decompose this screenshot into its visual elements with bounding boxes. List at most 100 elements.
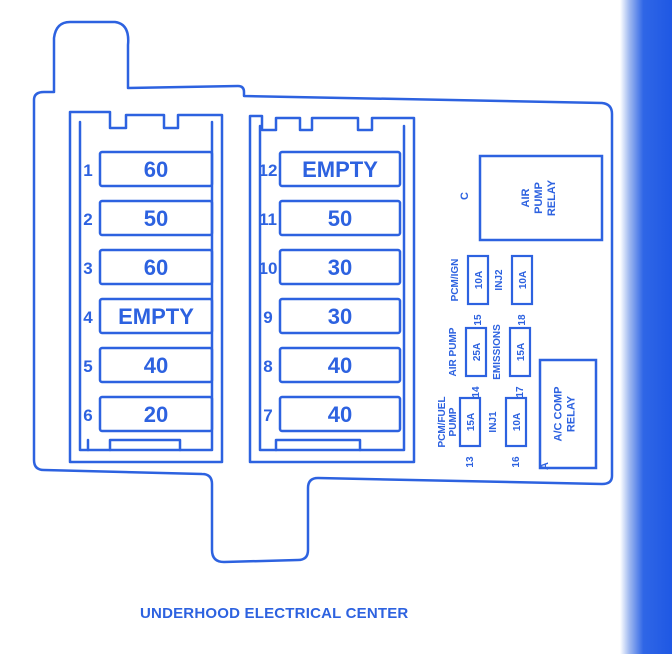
- middle-fuse-11: 11 50: [259, 199, 402, 237]
- fuse-rating: EMPTY: [302, 157, 378, 182]
- middle-fuse-10: 10 30: [259, 248, 402, 286]
- mini-fuse-rating: 10A: [512, 413, 523, 431]
- relay-label: PUMP: [533, 182, 545, 214]
- fuse-slot: [278, 199, 402, 237]
- fuse-number: 11: [259, 210, 277, 229]
- left-fuse-2: 2 50: [83, 199, 214, 237]
- fuse-slot: [98, 199, 214, 237]
- middle-fuse-9: 9 30: [263, 297, 402, 335]
- fuse-number: 7: [263, 406, 272, 425]
- mini-fuse-slot: [510, 254, 534, 306]
- fuse-number: 1: [83, 161, 92, 180]
- mini-fuse-14: 25A 14 AIR PUMP: [448, 326, 488, 398]
- fuse-slot: [278, 346, 402, 384]
- left-fuse-4: 4 EMPTY: [83, 297, 214, 335]
- middle-fuse-8: 8 40: [263, 346, 402, 384]
- middle-fuse-12: 12 EMPTY: [259, 150, 402, 188]
- fuse-number: 2: [83, 210, 92, 229]
- mini-fuse-15: 10A 15 PCM/IGN: [450, 254, 490, 326]
- housing-outline: [32, 20, 614, 564]
- mini-fuse-rating: 25A: [472, 343, 483, 361]
- mini-fuse-slot: [508, 326, 532, 378]
- relay-letter: A: [539, 462, 551, 470]
- mini-fuse-number: 16: [511, 456, 522, 468]
- mini-fuse-label: AIR PUMP: [448, 327, 459, 376]
- fuse-number: 8: [263, 357, 272, 376]
- fuse-number: 4: [83, 308, 93, 327]
- fuse-slot: [98, 248, 214, 286]
- middle-block-inner-frame: [258, 124, 406, 452]
- middle-fuse-7: 7 40: [263, 395, 402, 433]
- fuse-rating: 40: [328, 402, 352, 427]
- left-fuse-1: 1 60: [83, 150, 214, 188]
- left-block-inner-frame: [78, 120, 214, 452]
- middle-fuse-column: 12 EMPTY 11 50 10 30 9 30 8 40 7 40: [259, 150, 402, 433]
- diagram-caption: UNDERHOOD ELECTRICAL CENTER: [140, 605, 409, 622]
- middle-bottom-notches: [274, 438, 362, 452]
- relay-slot: [538, 358, 598, 470]
- mini-fuse-label: EMISSIONS: [492, 324, 503, 380]
- mini-fuse-rating: 15A: [516, 343, 527, 361]
- relay-slot: [478, 154, 604, 242]
- fuse-rating: 50: [328, 206, 352, 231]
- mini-fuse-label: PCM/IGN: [450, 259, 461, 302]
- mini-fuse-slot: [458, 396, 482, 448]
- mini-fuse-label: PCM/FUEL: [437, 396, 448, 447]
- mini-fuse-number: 18: [517, 314, 528, 326]
- relay-letter: C: [459, 192, 471, 200]
- mini-fuse-number: 14: [471, 386, 482, 398]
- fuse-slot: [98, 297, 214, 335]
- mini-fuse-16: 10A 16 INJ1: [488, 396, 528, 468]
- mini-fuse-label: PUMP: [448, 407, 459, 436]
- fuse-rating: 50: [144, 206, 168, 231]
- fuse-rating: 60: [144, 255, 168, 280]
- mini-fuse-rating: 10A: [474, 271, 485, 289]
- fuse-rating: 30: [328, 255, 352, 280]
- mini-fuse-label: INJ1: [488, 411, 499, 433]
- mini-fuse-rating: 10A: [518, 271, 529, 289]
- fuse-slot: [98, 346, 214, 384]
- left-fuse-3: 3 60: [83, 248, 214, 286]
- fuse-number: 12: [259, 161, 278, 180]
- left-block-frame: [68, 110, 224, 464]
- fuse-number: 9: [263, 308, 272, 327]
- fuse-slot: [278, 297, 402, 335]
- fuse-rating: 30: [328, 304, 352, 329]
- mini-fuse-17: 15A 17 EMISSIONS: [492, 324, 532, 398]
- fuse-rating: 40: [144, 353, 168, 378]
- fuse-slot: [278, 395, 402, 433]
- fuse-slot: [98, 150, 214, 188]
- mini-fuse-label: INJ2: [494, 269, 505, 291]
- left-bottom-notches: [86, 438, 182, 452]
- fuse-slot: [98, 395, 214, 433]
- fuse-slot: [278, 248, 402, 286]
- mini-fuse-number: 15: [473, 314, 484, 326]
- mini-fuse-18: 10A 18 INJ2: [494, 254, 534, 326]
- mini-fuse-slot: [466, 254, 490, 306]
- mini-fuse-number: 13: [465, 456, 476, 468]
- fuse-rating: 20: [144, 402, 168, 427]
- mini-fuse-number: 17: [515, 386, 526, 398]
- relay-label: RELAY: [566, 395, 578, 432]
- relay-label: RELAY: [546, 179, 558, 216]
- mini-fuse-slot: [464, 326, 488, 378]
- relay-label: AIR: [520, 188, 532, 207]
- middle-block-frame: [248, 114, 416, 464]
- fuse-rating: EMPTY: [118, 304, 194, 329]
- left-fuse-column: 1 60 2 50 3 60 4 EMPTY 5 40 6 20: [83, 150, 214, 433]
- mini-fuse-area: 10A 15 PCM/IGN 10A 18 INJ2 25A 14 AIR PUMP 15A 17 E…: [437, 254, 534, 468]
- fuse-rating: 40: [328, 353, 352, 378]
- fuse-number: 3: [83, 259, 92, 278]
- fuse-number: 5: [83, 357, 92, 376]
- mini-fuse-rating: 15A: [466, 413, 477, 431]
- page-edge-shadow: [620, 0, 672, 654]
- left-fuse-5: 5 40: [83, 346, 214, 384]
- fuse-number: 6: [83, 406, 92, 425]
- fuse-rating: 60: [144, 157, 168, 182]
- fuse-number: 10: [259, 259, 278, 278]
